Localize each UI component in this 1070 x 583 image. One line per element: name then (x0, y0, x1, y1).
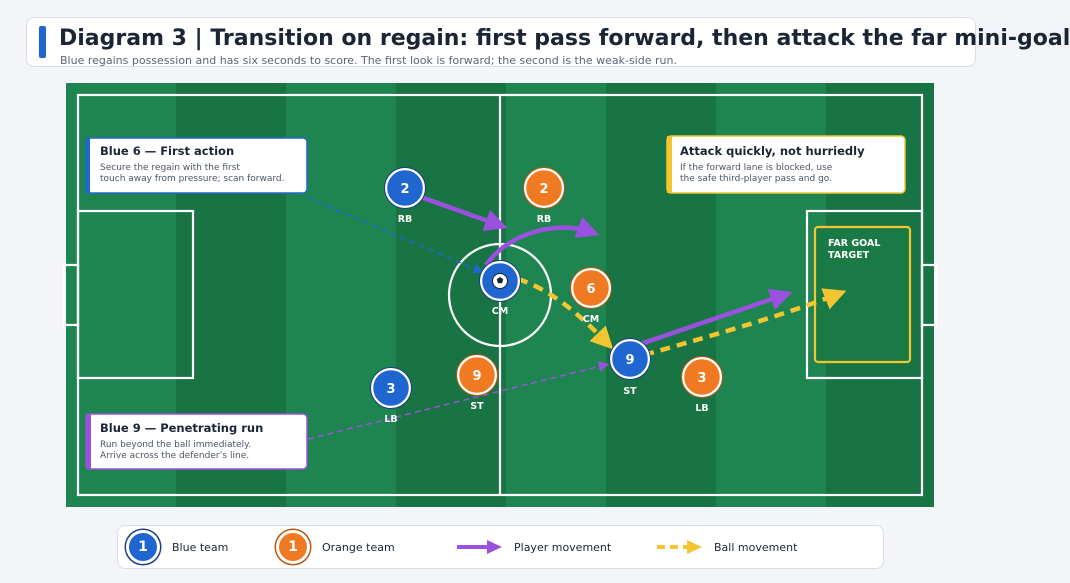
player-blue-st: 9 ST (609, 338, 651, 397)
player-blue-lb: 3 LB (370, 367, 412, 425)
player-blue-rb: 2 RB (384, 167, 426, 225)
blue6-pointer-line (307, 197, 484, 274)
legend-ball-movement-label: Ball movement (714, 540, 798, 554)
diagram-header: Diagram 3 | Transition on regain: first … (26, 17, 1070, 67)
callout-blue6-title: Blue 6 — First action (100, 144, 234, 158)
player-number: 3 (386, 382, 395, 397)
legend-blue-chip: 1 (126, 530, 160, 564)
player-position-label: CM (492, 306, 508, 317)
player-orange-st: 9 ST (456, 354, 498, 412)
player-number: 2 (539, 182, 548, 197)
callout-blue6-line2: touch away from pressure; scan forward. (100, 174, 285, 184)
player-position-label: LB (384, 414, 397, 425)
player-position-label: RB (398, 214, 413, 225)
player-number: 2 (400, 182, 409, 197)
blue9-pointer-line (307, 361, 610, 440)
pitch-markings (62, 93, 938, 497)
player-position-label: RB (537, 214, 552, 225)
player-position-label: ST (623, 386, 637, 397)
player-orange-rb: 2 RB (523, 167, 565, 225)
player-number: 6 (586, 282, 595, 297)
player-number: 9 (625, 353, 634, 368)
diagram-subtitle: Blue regains possession and has six seco… (60, 54, 677, 67)
ball-movement-shot (643, 288, 847, 358)
ball-movement-pass-1 (517, 276, 614, 350)
player-orange-lb: 3 LB (681, 356, 723, 414)
far-goal-target-zone: FAR GOAL TARGET (813, 225, 912, 364)
player-movement-rb-run (417, 193, 508, 232)
callout-blue9: Blue 9 — Penetrating run Run beyond the … (85, 413, 308, 470)
player-position-label: ST (470, 401, 484, 412)
player-movement-st-run (625, 288, 793, 352)
player-number: 9 (472, 369, 481, 384)
legend-item-ball-movement: Ball movement (656, 526, 797, 568)
player-blue-cm: CM (479, 260, 521, 317)
callout-blue9-line2: Arrive across the defender’s line. (100, 451, 249, 461)
legend: 1 Blue team 1 Orange team Player movemen… (117, 525, 884, 569)
legend-orange-chip: 1 (276, 530, 310, 564)
player-movement-arrow-icon (457, 540, 502, 554)
target-line1: FAR GOAL (828, 238, 880, 249)
callout-attack-title: Attack quickly, not hurriedly (680, 144, 865, 158)
ball-movement-arrow-icon (657, 540, 702, 554)
legend-player-movement-label: Player movement (514, 540, 612, 554)
player-position-label: CM (583, 314, 599, 325)
pitch-diagram: Blue 6 — First action Secure the regain … (62, 83, 938, 507)
callout-attack: Attack quickly, not hurriedly If the for… (666, 135, 906, 194)
player-orange-cm: 6 CM (570, 267, 612, 325)
target-line2: TARGET (828, 250, 870, 261)
legend-item-player-movement: Player movement (456, 526, 611, 568)
callout-blue6: Blue 6 — First action Secure the regain … (85, 137, 308, 194)
legend-item-orange-team: 1 Orange team (276, 526, 395, 568)
ball-icon (492, 273, 508, 289)
callout-blue9-title: Blue 9 — Penetrating run (100, 421, 263, 435)
callout-attack-line1: If the forward lane is blocked, use (680, 163, 833, 173)
legend-blue-label: Blue team (172, 540, 229, 554)
player-number: 3 (697, 371, 706, 386)
legend-item-blue-team: 1 Blue team (126, 526, 228, 568)
header-accent-bar (39, 26, 46, 58)
player-movement-cm-run (484, 216, 600, 267)
callout-blue9-line1: Run beyond the ball immediately. (100, 440, 251, 450)
player-position-label: LB (695, 403, 708, 414)
callout-blue6-line1: Secure the regain with the first (100, 163, 240, 173)
diagram-title: Diagram 3 | Transition on regain: first … (59, 26, 1070, 51)
legend-orange-label: Orange team (322, 540, 395, 554)
callout-attack-line2: the safe third-player pass and go. (680, 174, 832, 184)
